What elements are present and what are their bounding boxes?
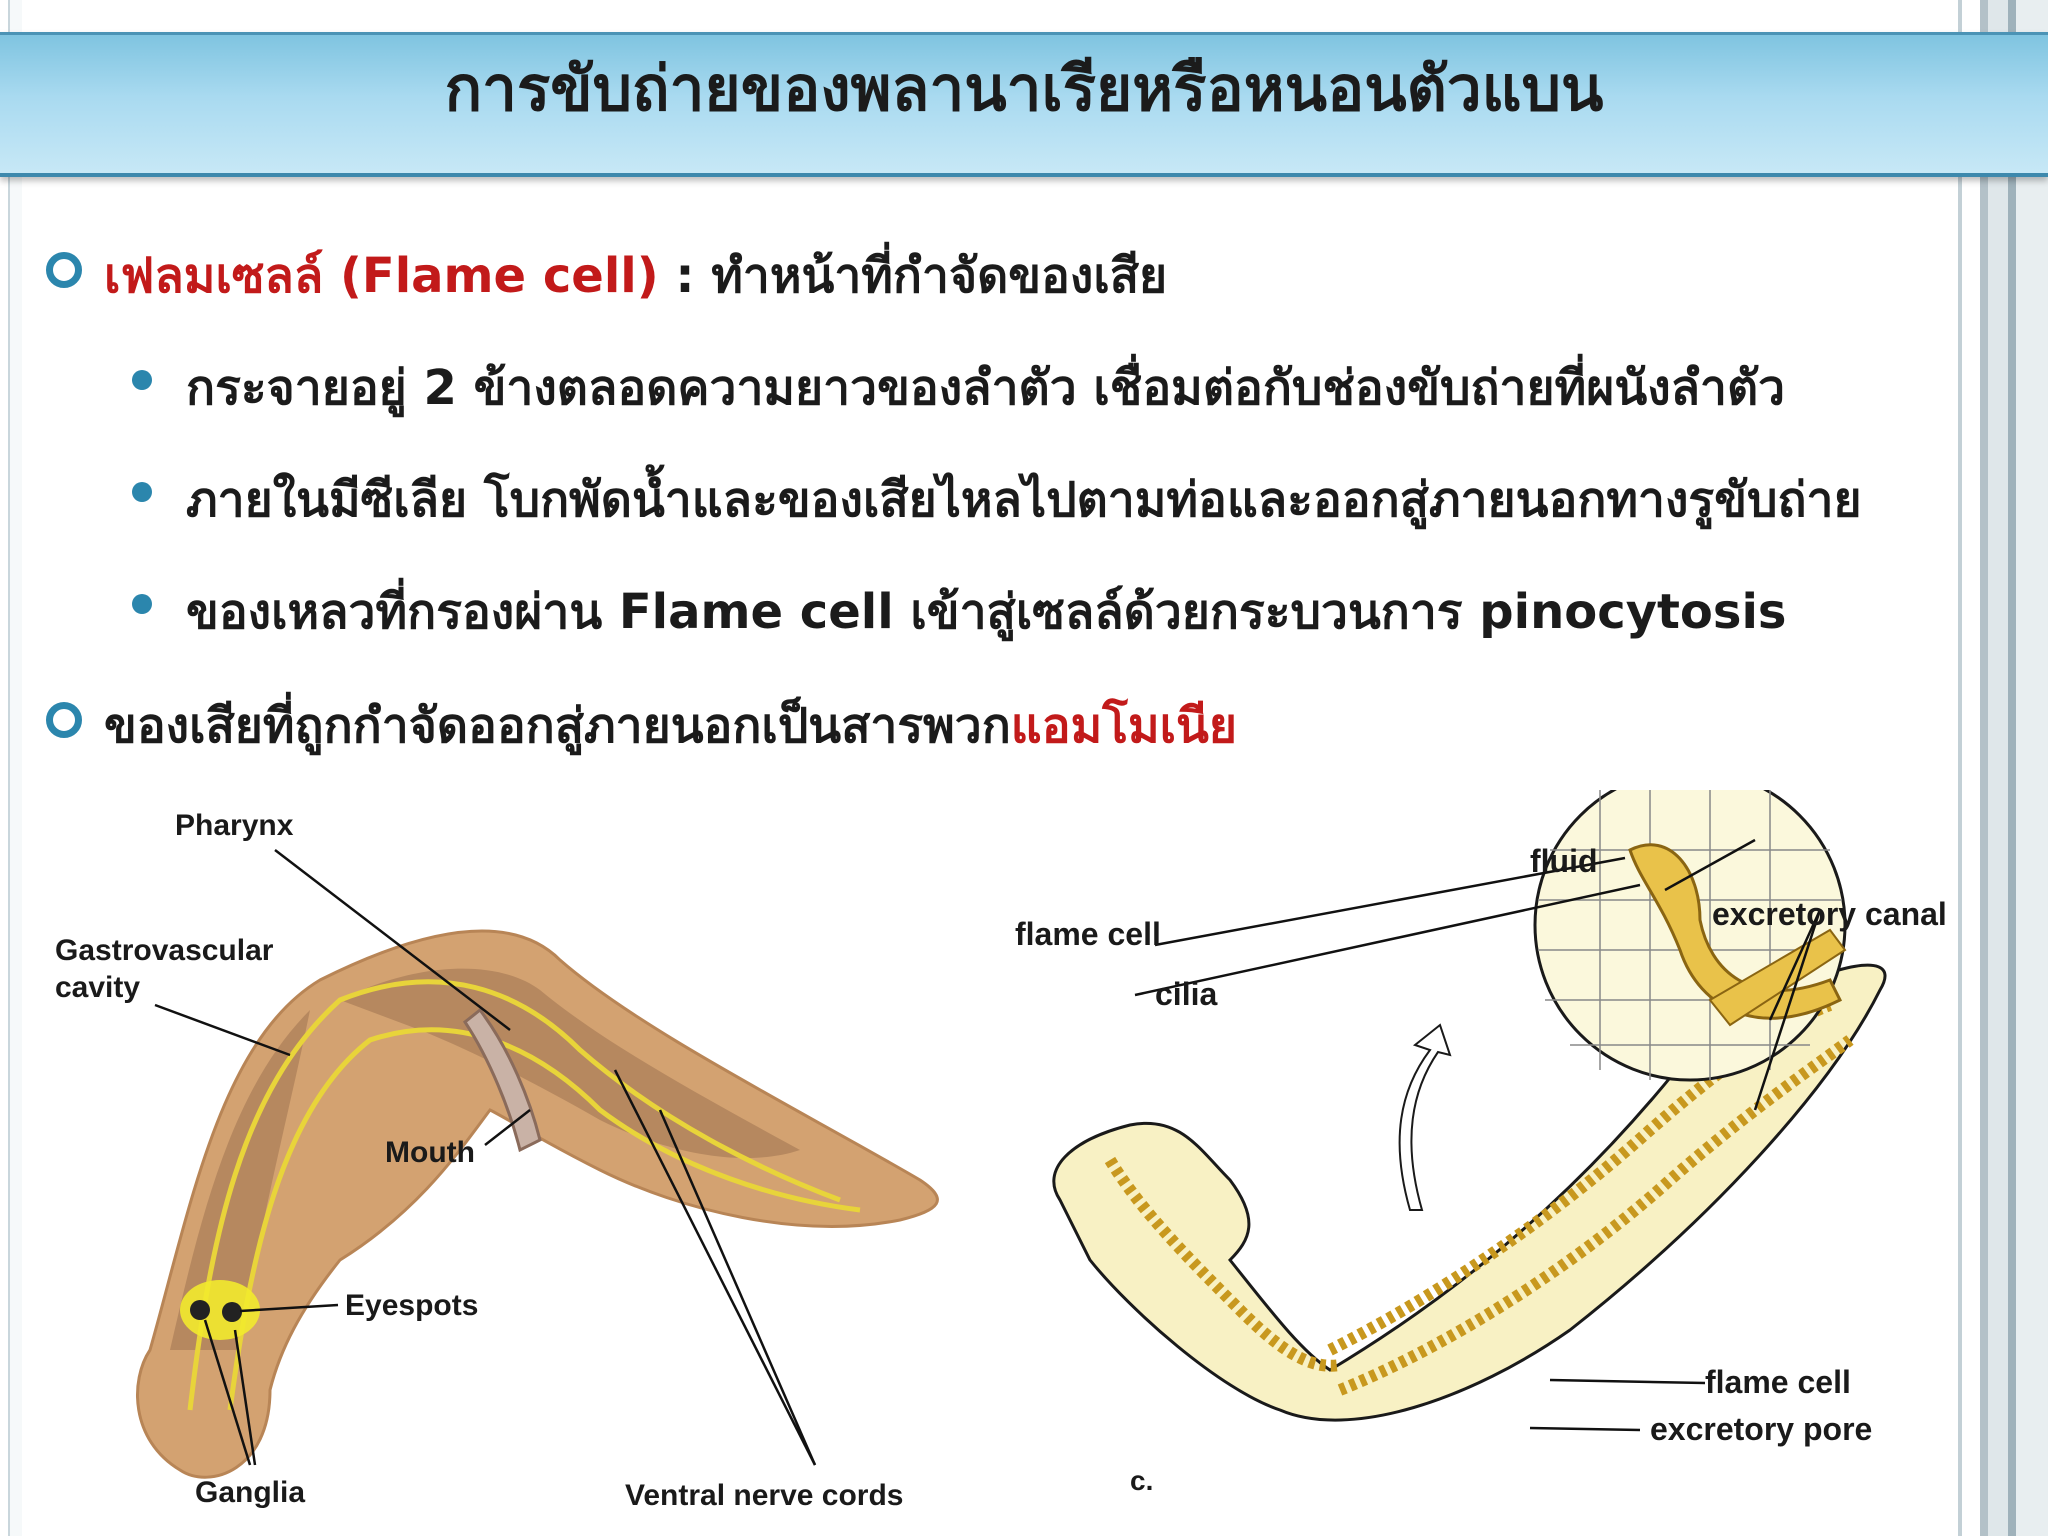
sub-bullet-icon xyxy=(132,594,152,614)
nerve-cord-1 xyxy=(187,979,841,1411)
leader-cilia xyxy=(1134,883,1641,997)
magnify-arrow xyxy=(1398,1023,1452,1211)
leader-eyespots xyxy=(239,1303,339,1313)
leader-pore xyxy=(1529,1426,1641,1432)
label-flame-cell-bottom: flame cell xyxy=(1705,1364,1851,1400)
label-mouth: Mouth xyxy=(385,1136,475,1169)
pharynx-tube xyxy=(462,1007,542,1153)
canal-detail xyxy=(1708,928,1847,1027)
cell-grid xyxy=(1538,790,1842,1080)
flame-cell-system-figure: fluid flame cell cilia excretory canal f… xyxy=(1015,790,1947,1496)
label-excretory-canal: excretory canal xyxy=(1712,896,1947,932)
leader-canal-1 xyxy=(1768,909,1822,1021)
label-panel-c: c. xyxy=(1130,1465,1153,1496)
leader-nerve-2 xyxy=(613,1069,817,1466)
slide-frame-right xyxy=(1958,0,2048,1536)
leader-nerve-1 xyxy=(658,1109,817,1466)
leader-canal-2 xyxy=(1753,909,1822,1111)
point-1-term: เฟลมเซลล์ (Flame cell) xyxy=(104,248,659,304)
leader-pharynx xyxy=(274,849,511,1031)
gastrovascular-branch-right xyxy=(340,968,800,1159)
label-pharynx: Pharynx xyxy=(175,809,294,842)
point-1-text: : ทำหน้าที่กำจัดของเสีย xyxy=(658,248,1168,304)
slide-title: การขับถ่ายของพลานาเรียหรือหนอนตัวแบน xyxy=(444,52,1604,125)
point-2-highlight: แอมโมเนีย xyxy=(1010,698,1237,754)
ganglia-shape xyxy=(180,1280,260,1340)
point-2: ของเสียที่ถูกกำจัดออกสู่ภายนอกเป็นสารพวก… xyxy=(104,688,1237,764)
planarian-body xyxy=(136,929,939,1479)
point-1: เฟลมเซลล์ (Flame cell) : ทำหน้าที่กำจัดข… xyxy=(104,238,1167,314)
bullet-ring-icon xyxy=(46,252,82,288)
subpoint-1: กระจายอยู่ 2 ข้างตลอดความยาวของลำตัว เชื… xyxy=(186,360,1786,416)
subpoint-2: ภายในมีซีเลีย โบกพัดน้ำและของเสียไหลไปตา… xyxy=(186,472,1862,528)
gastrovascular-branch-left xyxy=(170,1010,310,1350)
title-bar xyxy=(0,32,2048,177)
label-ganglia: Ganglia xyxy=(195,1476,305,1509)
leader-mouth xyxy=(484,1109,531,1146)
planarian-anatomy-figure: Pharynx Gastrovascular cavity Mouth Eyes… xyxy=(55,809,939,1512)
flame-cell-detail xyxy=(1628,843,1843,1020)
nerve-cord-2 xyxy=(227,1027,861,1411)
label-excretory-pore: excretory pore xyxy=(1650,1411,1872,1447)
label-eyespots: Eyespots xyxy=(345,1289,478,1322)
label-fluid: fluid xyxy=(1530,843,1598,879)
leader-flame-cell-top xyxy=(1154,856,1626,947)
leader-fluid xyxy=(1664,838,1756,892)
leader-flame-cell-bottom xyxy=(1549,1378,1706,1385)
label-flame-cell-top: flame cell xyxy=(1015,916,1161,952)
leader-ganglia-2 xyxy=(233,1329,257,1466)
label-ventral-nerve-cords: Ventral nerve cords xyxy=(625,1479,903,1512)
eyespot-left xyxy=(190,1300,210,1320)
label-cavity: cavity xyxy=(55,971,140,1004)
subpoint-3: ของเหลวที่กรองผ่าน Flame cell เข้าสู่เซล… xyxy=(186,584,1787,640)
bullet-ring-icon xyxy=(46,702,82,738)
sub-bullet-icon xyxy=(132,482,152,502)
excretory-network-left xyxy=(1104,1156,1341,1372)
excretory-network-lower xyxy=(1337,1035,1854,1396)
label-cilia: cilia xyxy=(1155,976,1217,1012)
sub-bullet-icon xyxy=(132,370,152,390)
eyespot-right xyxy=(222,1302,242,1322)
leader-ganglia-1 xyxy=(203,1319,252,1466)
slide-frame-left xyxy=(0,0,22,1536)
leader-gastro xyxy=(154,1003,291,1057)
point-2-text: ของเสียที่ถูกกำจัดออกสู่ภายนอกเป็นสารพวก xyxy=(104,698,1011,754)
label-gastrovascular: Gastrovascular xyxy=(55,934,274,967)
